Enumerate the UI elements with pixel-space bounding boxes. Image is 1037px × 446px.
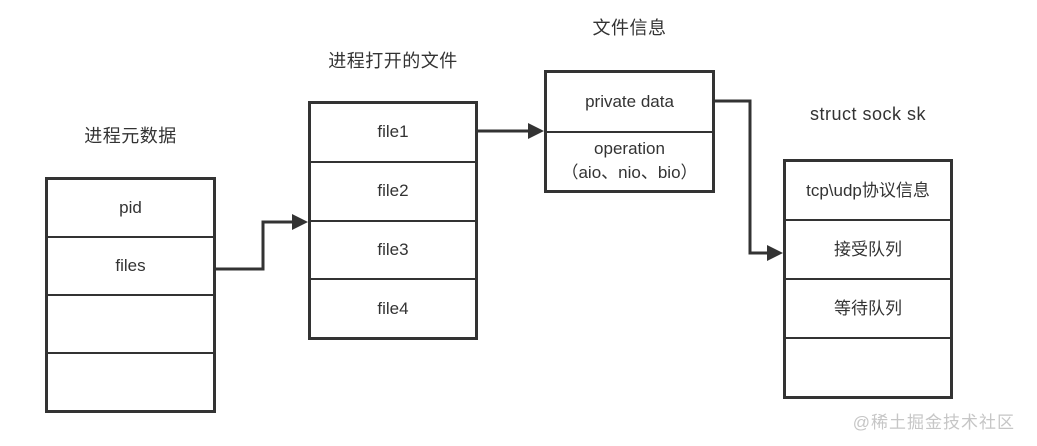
table-row-file1: file1 xyxy=(311,104,475,161)
table-process-meta: pid files xyxy=(45,177,216,413)
table-row-pid: pid xyxy=(48,180,213,236)
arrow-files-to-open-files xyxy=(216,214,308,271)
row-label: file3 xyxy=(377,239,409,259)
table-title-file-info: 文件信息 xyxy=(592,18,667,38)
row-label: file4 xyxy=(377,298,409,318)
table-row-empty xyxy=(48,294,213,352)
table-row-operation: operation （aio、nio、bio） xyxy=(547,130,712,191)
row-label: 等待队列 xyxy=(834,298,902,318)
arrowhead-icon xyxy=(292,214,308,230)
table-row-files: files xyxy=(48,236,213,294)
row-label: operation xyxy=(594,139,665,159)
table-row-empty xyxy=(48,352,213,410)
table-title-process-meta: 进程元数据 xyxy=(84,126,177,146)
table-file-info: private data operation （aio、nio、bio） xyxy=(544,70,715,193)
table-title-open-files: 进程打开的文件 xyxy=(328,51,458,71)
table-open-files: file1 file2 file3 file4 xyxy=(308,101,478,340)
table-row-file4: file4 xyxy=(311,278,475,337)
row-label-line2: （aio、nio、bio） xyxy=(561,163,698,183)
arrow-file1-to-file-info xyxy=(478,123,544,139)
row-label: tcp\udp协议信息 xyxy=(806,180,930,200)
row-label: private data xyxy=(585,91,674,111)
table-title-struct-sock: struct sock sk xyxy=(809,104,927,124)
watermark-text: @稀土掘金技术社区 xyxy=(852,413,1015,432)
table-row-wait-queue: 等待队列 xyxy=(786,278,950,337)
table-row-file2: file2 xyxy=(311,160,475,220)
table-row-tcp-udp-info: tcp\udp协议信息 xyxy=(786,162,950,219)
table-row-private-data: private data xyxy=(547,73,712,131)
arrowhead-icon xyxy=(528,123,544,139)
row-label: pid xyxy=(119,198,142,218)
row-label: 接受队列 xyxy=(834,239,902,259)
row-label: files xyxy=(115,256,146,276)
arrowhead-icon xyxy=(767,245,783,261)
table-struct-sock: tcp\udp协议信息 接受队列 等待队列 xyxy=(783,159,953,399)
row-label: file2 xyxy=(377,181,409,201)
arrow-private-data-to-sock xyxy=(715,99,783,261)
table-row-receive-queue: 接受队列 xyxy=(786,219,950,278)
table-row-empty xyxy=(786,337,950,396)
row-label: file1 xyxy=(377,122,409,142)
table-row-file3: file3 xyxy=(311,219,475,279)
